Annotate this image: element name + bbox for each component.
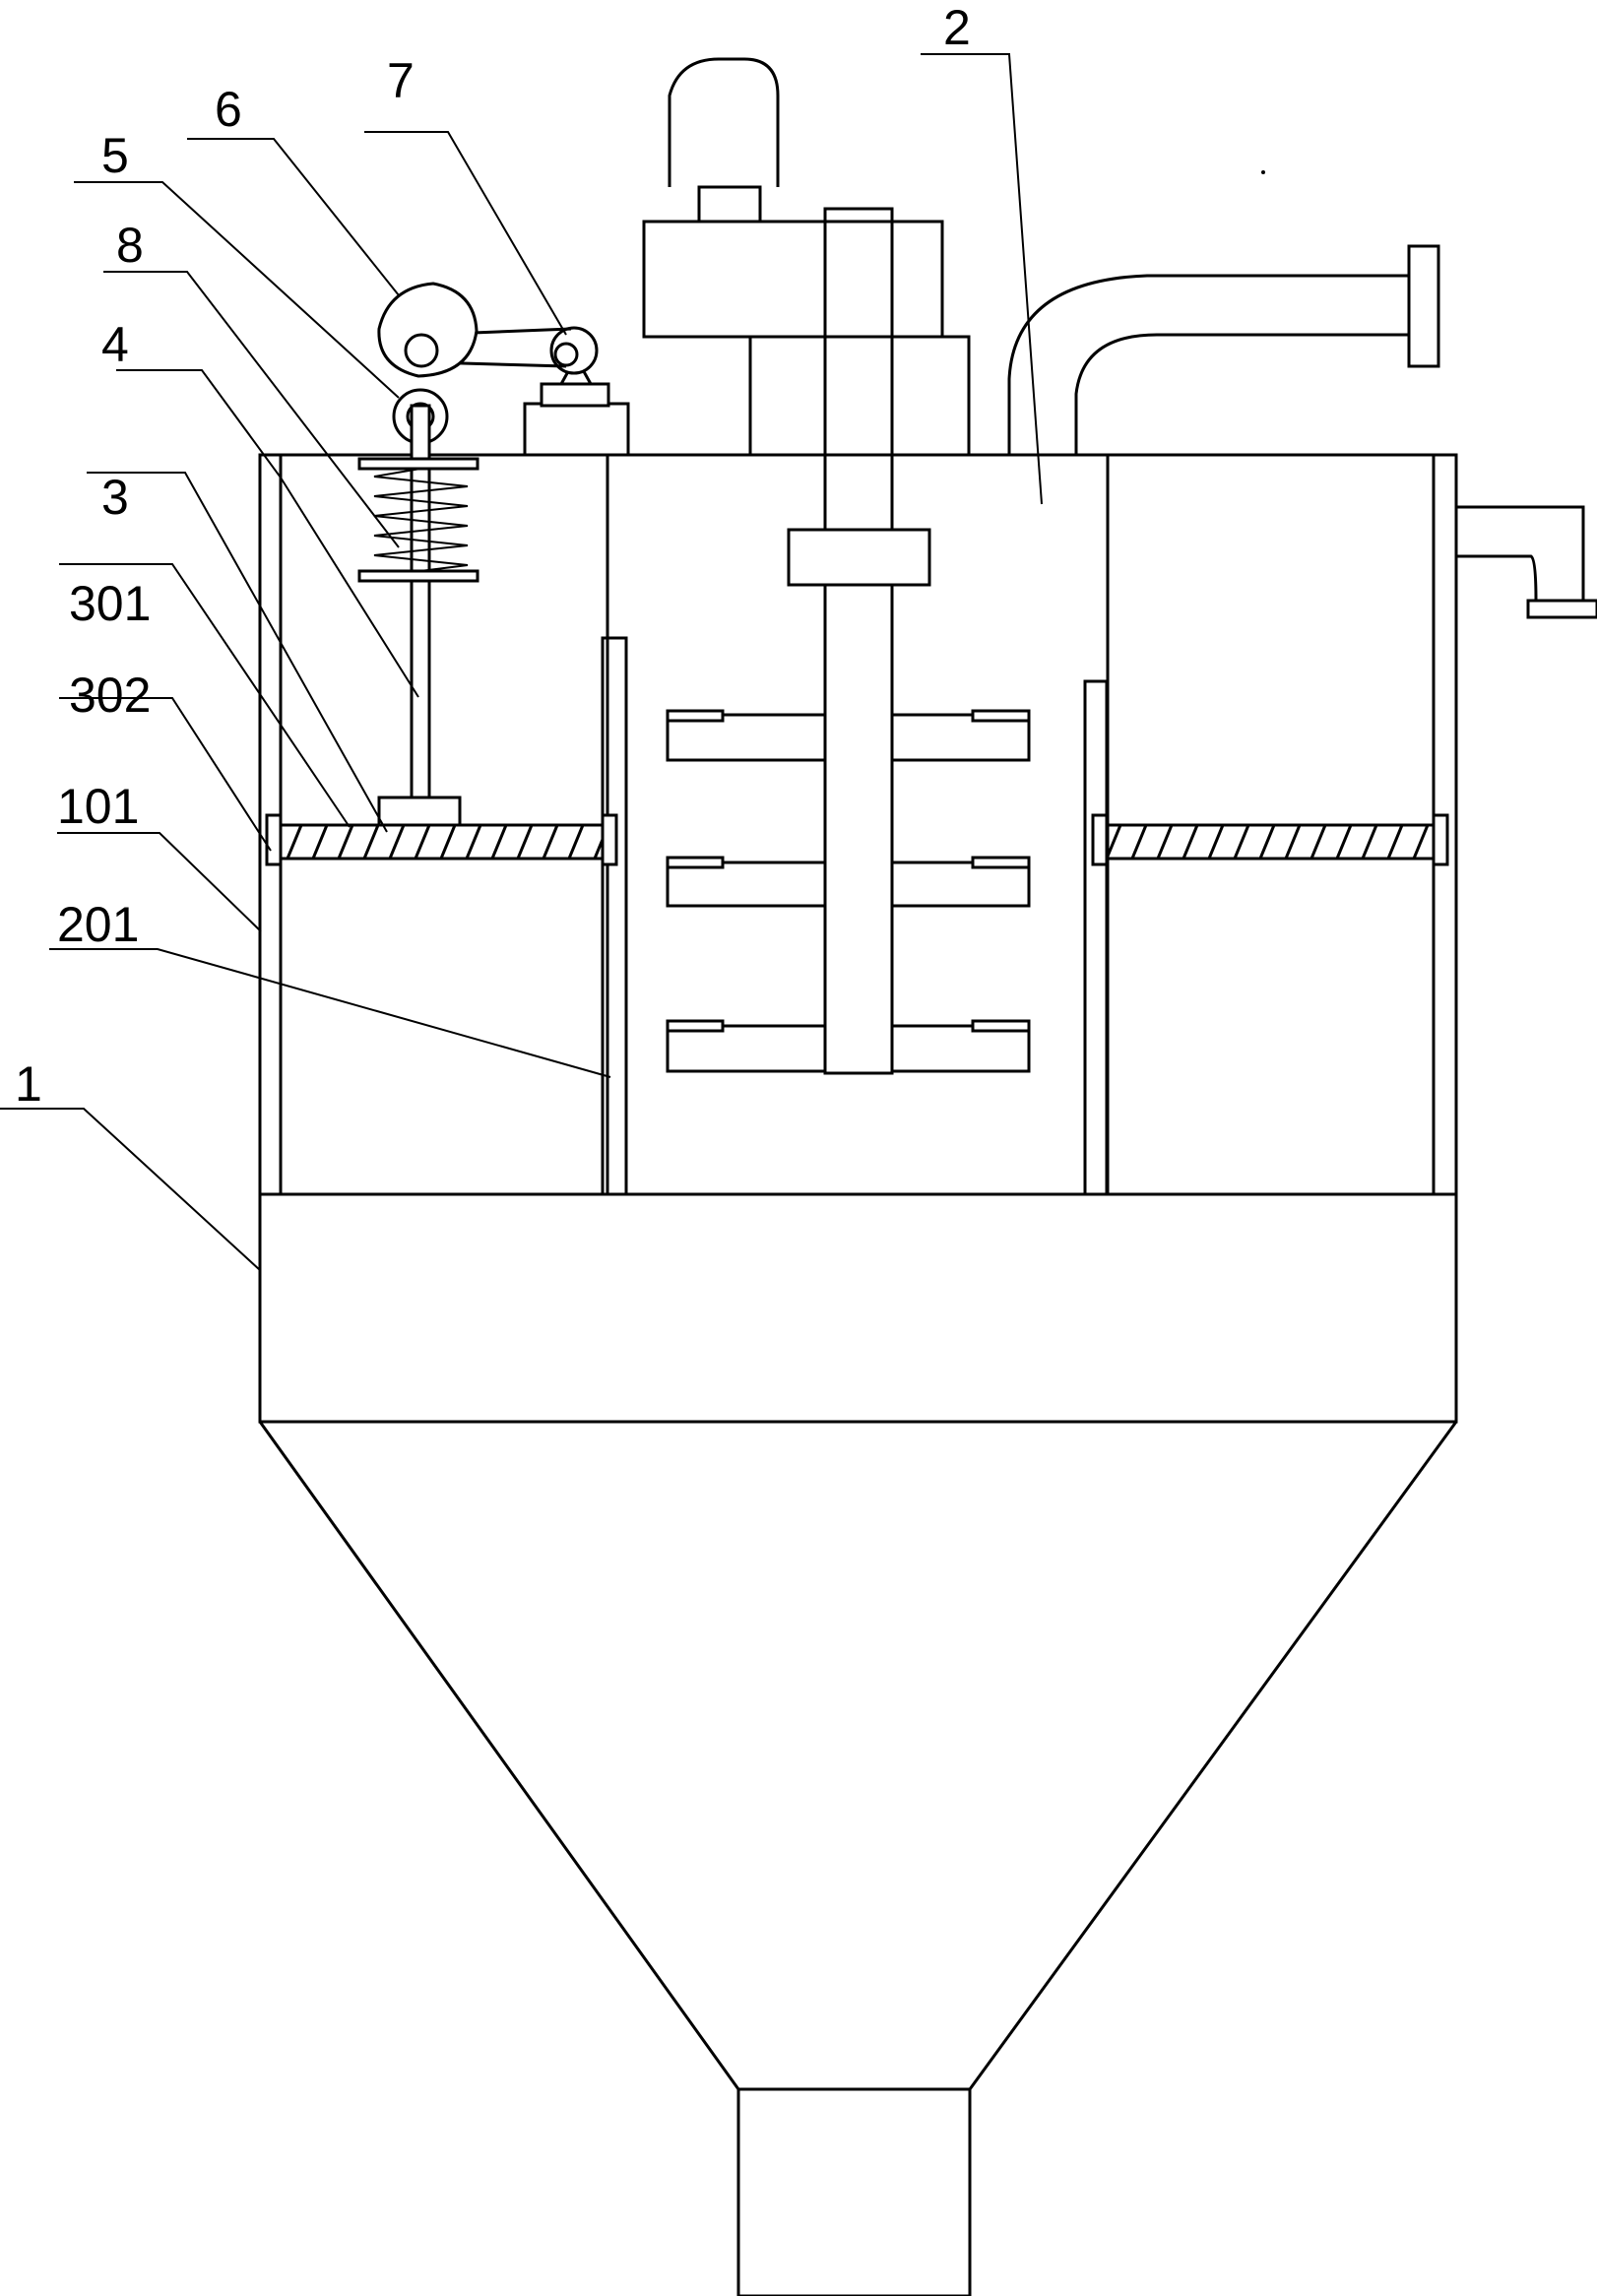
label-4: 4 bbox=[101, 317, 129, 372]
label-201: 201 bbox=[57, 897, 139, 952]
top-pipe bbox=[1007, 244, 1440, 455]
agitator bbox=[666, 207, 1031, 1075]
label-6: 6 bbox=[215, 82, 242, 137]
leader-lines bbox=[0, 53, 1043, 1271]
speck bbox=[1261, 170, 1265, 174]
hopper bbox=[258, 1421, 1458, 2296]
side-pipe bbox=[1456, 505, 1597, 619]
label-2: 2 bbox=[943, 0, 971, 55]
label-301: 301 bbox=[69, 576, 151, 631]
label-101: 101 bbox=[57, 779, 139, 834]
label-7: 7 bbox=[387, 53, 415, 108]
label-302: 302 bbox=[69, 668, 151, 723]
label-8: 8 bbox=[116, 218, 144, 273]
label-5: 5 bbox=[101, 128, 129, 183]
label-3: 3 bbox=[101, 470, 129, 525]
vibration-drive bbox=[357, 282, 630, 827]
part-labels: 1 2 3 4 5 6 7 8 101 201 301 302 bbox=[15, 0, 971, 1112]
label-1: 1 bbox=[15, 1056, 42, 1112]
main-motor bbox=[642, 57, 971, 457]
